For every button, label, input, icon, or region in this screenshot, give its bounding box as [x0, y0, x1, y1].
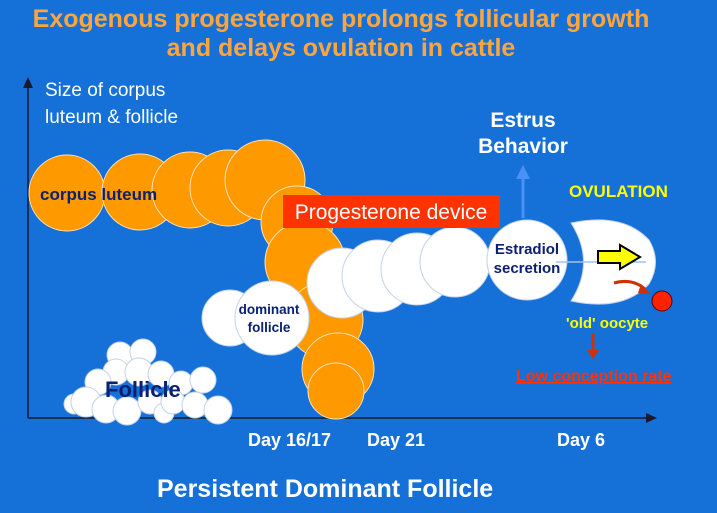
dominant-follicle-label-line-1: dominant [239, 302, 300, 317]
old-oocyte-label: 'old' oocyte [566, 315, 648, 332]
x-tick-day-6: Day 6 [557, 430, 605, 450]
corpus-luteum-circle [308, 363, 364, 419]
small-follicle-circle [204, 396, 232, 424]
estradiol-label-line-2: secretion [494, 260, 561, 277]
estradiol-label-line-1: Estradiol [495, 241, 559, 258]
estrus-label-line-1: Estrus [490, 109, 555, 132]
footer-caption: Persistent Dominant Follicle [157, 475, 493, 503]
follicle-label: Follicle [105, 377, 181, 402]
dominant-follicle-circle [235, 281, 309, 355]
progesterone-device-box: Progesterone device [283, 195, 500, 228]
y-axis-label-line-2: luteum & follicle [45, 107, 178, 128]
y-axis-label-line-1: Size of corpus [45, 80, 165, 101]
corpus-luteum-label: corpus luteum [40, 185, 157, 204]
title-line-2: and delays ovulation in cattle [167, 34, 516, 62]
low-conception-rate-label: Low conception rate [516, 368, 672, 385]
x-tick-day-21: Day 21 [367, 430, 425, 450]
progesterone-device-label: Progesterone device [295, 201, 488, 224]
small-follicle-circle [190, 367, 216, 393]
x-tick-day-16-17: Day 16/17 [248, 430, 331, 450]
oocyte-dot [652, 291, 672, 311]
estrus-label-line-2: Behavior [478, 135, 568, 158]
dominant-follicle-label-line-2: follicle [248, 320, 291, 335]
ovulation-label: OVULATION [569, 182, 668, 201]
dominant-follicle-circle [420, 227, 490, 297]
title-line-1: Exogenous progesterone prolongs follicul… [33, 5, 650, 33]
